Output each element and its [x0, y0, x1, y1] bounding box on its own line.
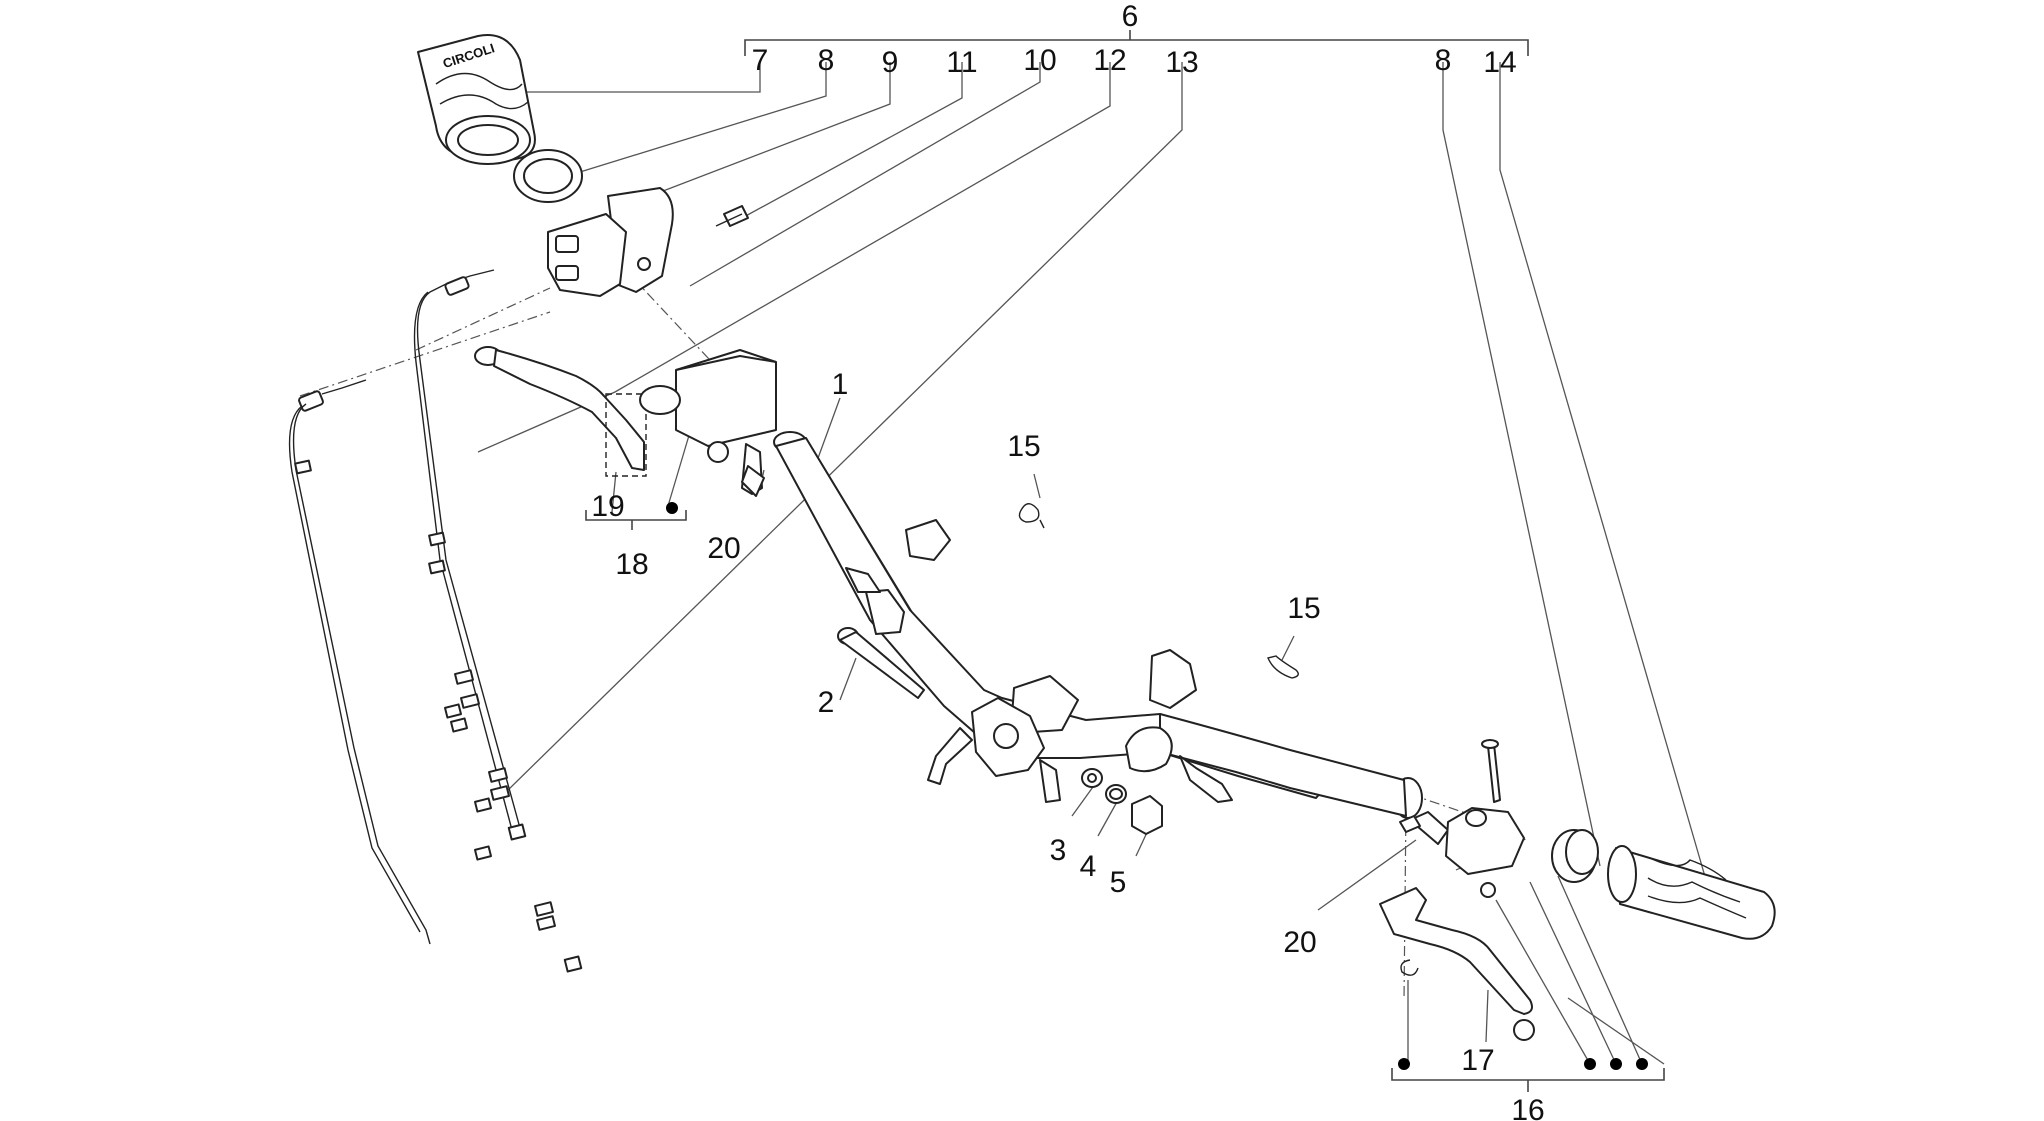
callout-13: 13 — [1165, 46, 1198, 79]
washer-3 — [1081, 768, 1103, 788]
callout-12: 12 — [1093, 44, 1126, 77]
callout-5: 5 — [1110, 866, 1127, 899]
bullet-dot — [1398, 1058, 1410, 1070]
callout-8-left: 8 — [818, 44, 835, 77]
callout-3: 3 — [1050, 834, 1067, 867]
left-brake-lever — [474, 346, 647, 477]
handlebar-frame — [773, 431, 1423, 819]
right-brake-switch — [1399, 811, 1449, 845]
callout-11: 11 — [946, 46, 977, 79]
callout-16: 16 — [1511, 1094, 1544, 1121]
left-master-cylinder — [639, 349, 777, 497]
spacer-5 — [1131, 795, 1163, 835]
callout-1: 1 — [832, 368, 849, 401]
clip-15-upper — [1018, 503, 1045, 529]
callout-10: 10 — [1023, 44, 1056, 77]
callout-20-left: 20 — [707, 532, 740, 565]
clip-15-lower — [1267, 655, 1299, 679]
callout-18: 18 — [615, 548, 648, 581]
callout-7: 7 — [752, 44, 769, 77]
left-grip: CIRCOLI — [417, 34, 536, 165]
right-grip-ring — [1551, 829, 1599, 883]
callout-labels: 6 7 8 9 11 10 12 13 8 14 1 15 15 19 20 1… — [591, 0, 1544, 1121]
mounting-bolt — [837, 627, 925, 699]
bracket-6 — [744, 30, 1529, 56]
throttle-cable-1 — [413, 269, 527, 841]
callout-6: 6 — [1122, 0, 1139, 33]
bracket-18 — [585, 510, 687, 530]
throttle-cable-2 — [288, 379, 583, 973]
callout-14: 14 — [1483, 46, 1516, 79]
bullet-dot — [1584, 1058, 1596, 1070]
callout-15-upper: 15 — [1007, 430, 1040, 463]
left-grip-ring — [513, 149, 583, 203]
washer-4 — [1105, 784, 1127, 804]
bullet-dot — [1636, 1058, 1648, 1070]
callout-17: 17 — [1461, 1044, 1494, 1077]
right-grip — [1607, 845, 1776, 940]
callout-2: 2 — [818, 686, 835, 719]
callout-9: 9 — [882, 46, 899, 79]
bracket-16 — [1391, 1068, 1665, 1092]
callout-8-right: 8 — [1435, 44, 1452, 77]
right-lever-bracket — [1445, 739, 1525, 898]
callout-15-lower: 15 — [1287, 592, 1320, 625]
bullet-dot — [666, 502, 678, 514]
callout-19: 19 — [591, 490, 624, 523]
right-brake-lever — [1379, 887, 1535, 1041]
throttle-housing — [547, 187, 749, 297]
callout-4: 4 — [1080, 850, 1097, 883]
bullet-dot — [1610, 1058, 1622, 1070]
callout-20-right: 20 — [1283, 926, 1316, 959]
